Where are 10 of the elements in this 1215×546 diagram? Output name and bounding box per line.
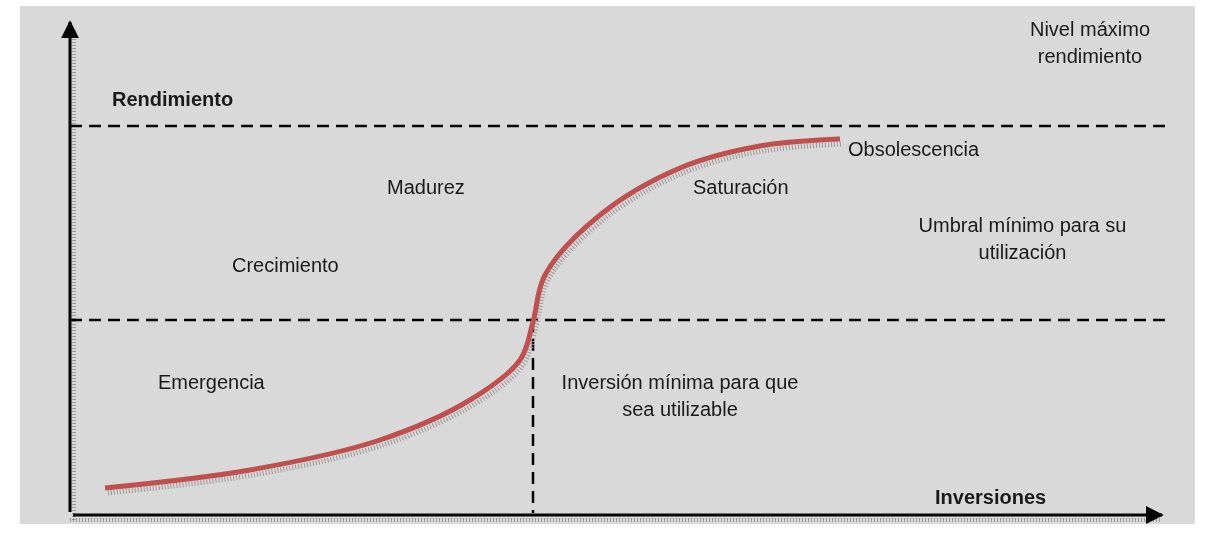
annotation: Nivel máximo rendimiento (1029, 17, 1151, 69)
annotation: Umbral mínimo para su utilización (917, 213, 1128, 265)
axis-label: Inversiones (935, 485, 1047, 510)
phase-label: Obsolescencia (848, 137, 980, 162)
phase-label: Saturación (693, 175, 789, 200)
axis-label: Rendimiento (112, 87, 234, 112)
phase-label: Madurez (387, 175, 465, 200)
annotation: Inversión mínima para que sea utilizable (560, 370, 800, 422)
phase-label: Crecimiento (232, 253, 339, 278)
phase-label: Emergencia (158, 370, 265, 395)
